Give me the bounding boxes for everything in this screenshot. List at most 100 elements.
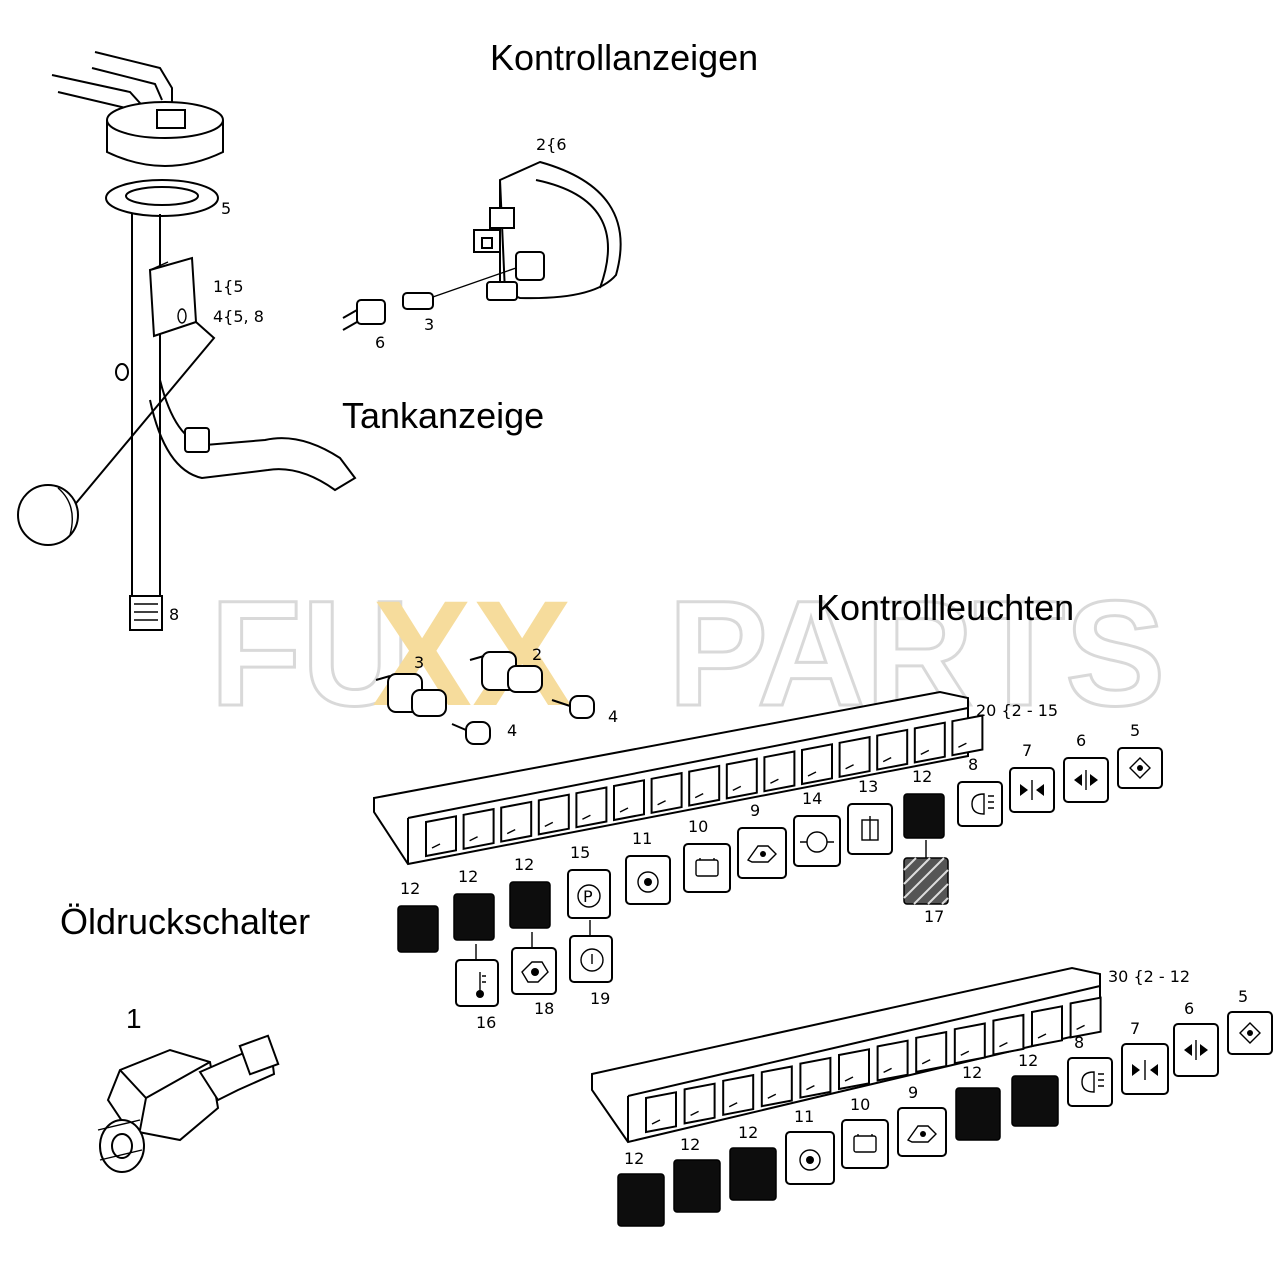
panel1-window (575, 786, 608, 829)
panel1-window-mark (657, 800, 666, 806)
panel2-window (1031, 1005, 1063, 1048)
svg-text:17: 17 (924, 907, 944, 926)
panel1-window-mark (469, 836, 478, 842)
headlight-icon (971, 793, 994, 815)
cap2-12-a: 12 (1011, 1051, 1059, 1127)
panel1-window-mark (506, 828, 516, 835)
panel1-window (425, 815, 457, 858)
cap2-10: 10 (841, 1095, 889, 1169)
svg-text:18: 18 (534, 999, 554, 1018)
panel1-window-mark (958, 742, 967, 748)
panel1-window (537, 793, 570, 836)
svg-text:12: 12 (400, 879, 420, 898)
svg-text:P: P (583, 887, 593, 906)
callout-panel1: 20 {2 - 15 (976, 701, 1058, 720)
svg-text:8: 8 (968, 755, 978, 774)
callout-tank-8: 8 (169, 605, 179, 624)
panel2-window-mark (690, 1110, 699, 1117)
filter-icon (861, 816, 879, 841)
svg-text:12: 12 (514, 855, 534, 874)
panel1-window (462, 807, 495, 851)
bulb-holders: 3 2 4 4 (375, 645, 618, 745)
callout-tank-4: 4{5, 8 (213, 307, 264, 326)
cap-8: 8 (957, 755, 1003, 827)
panel2-window-mark (728, 1102, 738, 1108)
gauge-instrument: 2{6 3 6 (342, 135, 622, 352)
panel2-window-mark (806, 1084, 815, 1091)
panel2-window (876, 1039, 909, 1082)
svg-text:5: 5 (1238, 987, 1248, 1006)
panel1-window (876, 728, 909, 771)
cap-19: 19 (569, 935, 613, 1008)
svg-text:16: 16 (476, 1013, 496, 1032)
panel2-window-mark (883, 1067, 892, 1074)
panel2-window (838, 1048, 870, 1091)
panel1-window-mark (582, 814, 591, 820)
cap2-8: 8 (1067, 1033, 1113, 1107)
panel1-window-mark (619, 807, 629, 813)
svg-text:12: 12 (680, 1135, 700, 1154)
cap2-5: 5 (1227, 987, 1273, 1055)
panel1-window (801, 743, 833, 786)
svg-text:12: 12 (458, 867, 478, 886)
symbol-caps-panel-1: 5 6 7 8 12 13 14 (397, 721, 1163, 1032)
cap2-12-b: 12 (955, 1063, 1001, 1141)
cap-12-b: 12 (509, 855, 551, 929)
svg-text:15: 15 (570, 843, 590, 862)
panel2-window (722, 1073, 755, 1117)
cap-9: 9 (737, 801, 787, 879)
oil-can-icon (746, 845, 777, 863)
svg-text:12: 12 (962, 1063, 982, 1082)
indicator-panel-2: 30 {2 - 12 (591, 966, 1190, 1144)
svg-text:9: 9 (750, 801, 760, 820)
svg-text:10: 10 (688, 817, 708, 836)
panel1-window-mark (732, 785, 742, 792)
callout-panel2: 30 {2 - 12 (1108, 967, 1190, 986)
cap-10: 10 (683, 817, 731, 893)
callout-bulb-4b: 4 (608, 707, 618, 726)
cap-7: 7 (1009, 741, 1055, 813)
panel1-window-mark (882, 756, 892, 763)
headlight-icon (1081, 1071, 1104, 1093)
brake-fluid-icon (637, 871, 659, 893)
panel2-window-mark (844, 1076, 854, 1082)
panel1-window-mark (845, 764, 854, 770)
panel2-window-mark (1076, 1024, 1085, 1031)
callout-gauge-3: 3 (424, 315, 434, 334)
svg-text:9: 9 (908, 1083, 918, 1102)
cap-18: 18 (511, 947, 557, 1018)
title-oeldruckschalter: Öldruckschalter (60, 901, 310, 942)
panel2-window (992, 1013, 1025, 1056)
panel1-window (688, 764, 721, 807)
cap2-6: 6 (1173, 999, 1219, 1077)
svg-text:8: 8 (1074, 1033, 1084, 1052)
arrows-out-icon (1074, 770, 1098, 790)
title-kontrollleuchten: Kontrollleuchten (816, 587, 1074, 628)
svg-text:12: 12 (738, 1123, 758, 1142)
title-tankanzeige: Tankanzeige (342, 395, 544, 436)
panel1-window-mark (920, 749, 930, 756)
cap-6: 6 (1063, 731, 1109, 803)
svg-text:11: 11 (794, 1107, 814, 1126)
cap-17: 17 (903, 857, 949, 926)
panel1-window (838, 735, 871, 779)
cap2-12-e: 12 (617, 1149, 665, 1227)
tank-sender: 5 1{5 4{5, 8 8 (17, 51, 357, 631)
panel1-window-mark (807, 771, 817, 777)
svg-text:13: 13 (858, 777, 878, 796)
panel1-window (763, 750, 796, 793)
panel2-window (1069, 996, 1102, 1039)
svg-text:19: 19 (590, 989, 610, 1008)
coolant-temp-icon (476, 972, 486, 998)
cap-13: 13 (847, 777, 893, 855)
panel1-window-mark (544, 821, 554, 828)
svg-text:6: 6 (1184, 999, 1194, 1018)
callout-switch-1: 1 (126, 1003, 142, 1034)
cap2-9: 9 (897, 1083, 947, 1157)
cap2-7: 7 (1121, 1019, 1169, 1095)
watermark-left: FU (210, 569, 410, 737)
brake-warning-icon (580, 948, 604, 972)
panel2-window-mark (651, 1119, 661, 1125)
cap2-11: 11 (785, 1107, 835, 1185)
